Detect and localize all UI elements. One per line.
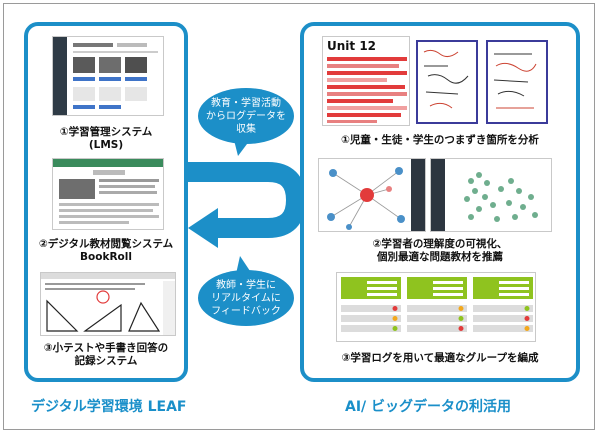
ai-item-2-title: ②学習者の理解度の可視化、: [372, 238, 508, 250]
handwritten-answer-1-graphic: [423, 49, 469, 109]
collect-logs-line-1: 教育・学習活動: [211, 97, 281, 109]
ai-item-3-caption: ③学習ログを用いて最適なグループを編成: [304, 352, 576, 365]
leaf-item-2-subtitle: BookRoll: [80, 251, 132, 263]
unit-label: Unit 12: [327, 39, 377, 53]
feedback-bubble-tail: [236, 256, 252, 274]
feedback-bubble: 教師・学生に リアルタイムに フィードバック: [198, 270, 294, 326]
collect-logs-line-2: からログデータを: [206, 110, 286, 122]
lms-screenshot: [52, 36, 164, 116]
feedback-line-1: 教師・学生に: [216, 279, 276, 291]
feedback-line-3: フィードバック: [211, 305, 281, 317]
leaf-panel-title: デジタル学習環境 LEAF: [31, 399, 187, 415]
leaf-item-2-title: ②デジタル教材閲覧システム: [38, 238, 174, 250]
bookroll-screenshot-graphic: [53, 159, 163, 224]
leaf-item-2-caption: ②デジタル教材閲覧システム BookRoll: [28, 238, 184, 264]
knowledge-map-graphic: [327, 159, 425, 231]
ai-item-1-title: ①児童・生徒・学生のつまずき箇所を分析: [341, 134, 539, 146]
outer-frame: [3, 3, 595, 430]
leaf-item-3-subtitle: 記録システム: [74, 355, 138, 367]
ai-item-3-title: ③学習ログを用いて最適なグループを編成: [341, 352, 539, 364]
lms-screenshot-graphic: [53, 37, 158, 115]
collect-logs-bubble-tail: [234, 140, 250, 156]
leaf-item-1-title: ①学習管理システム: [59, 126, 153, 138]
group-formation-graphic: [341, 277, 533, 332]
group-formation-screenshot: [336, 272, 536, 342]
leaf-item-1-caption: ①学習管理システム (LMS): [28, 126, 184, 152]
cluster-graph-screenshot: [430, 158, 552, 232]
cluster-graph-graphic: [431, 159, 538, 231]
handwritten-answer-2-graphic: [493, 53, 537, 109]
feedback-line-2: リアルタイムに: [211, 292, 281, 304]
ai-item-1-caption: ①児童・生徒・学生のつまずき箇所を分析: [304, 134, 576, 147]
handwritten-answer-1: [416, 40, 478, 124]
knowledge-map-screenshot: [318, 158, 426, 232]
ai-item-2-caption: ②学習者の理解度の可視化、 個別最適な問題教材を推薦: [304, 238, 576, 264]
ai-panel-title: AI/ ビッグデータの利活用: [345, 399, 512, 415]
leaf-item-3-caption: ③小テストや手書き回答の 記録システム: [28, 342, 184, 368]
bookroll-screenshot: [52, 158, 164, 230]
collect-logs-line-3: 収集: [236, 123, 256, 135]
leaf-item-1-subtitle: (LMS): [88, 139, 124, 151]
leaf-item-3-title: ③小テストや手書き回答の: [43, 342, 169, 354]
quiz-screenshot-graphic: [41, 273, 175, 335]
unit-page-graphic: [327, 57, 407, 123]
ai-item-2-subtitle: 個別最適な問題教材を推薦: [377, 251, 503, 263]
unit-page-screenshot: Unit 12: [322, 36, 410, 126]
quiz-screenshot: [40, 272, 176, 336]
handwritten-answer-2: [486, 40, 548, 124]
collect-logs-bubble: 教育・学習活動 からログデータを 収集: [198, 88, 294, 144]
